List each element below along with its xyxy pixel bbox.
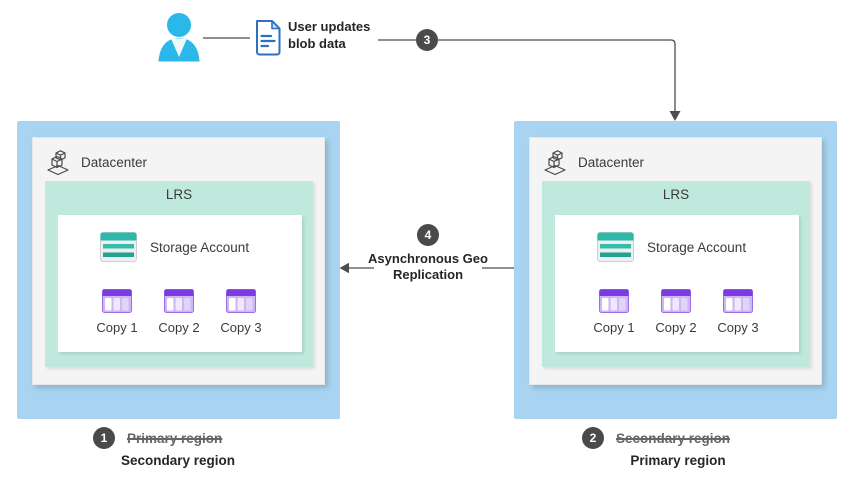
step-badge-2: 2	[582, 427, 604, 449]
datacenter-label: Datacenter	[578, 154, 645, 170]
table-copy-icon	[661, 289, 691, 313]
user-person-icon	[156, 12, 202, 62]
storage-account-label: Storage Account	[647, 239, 747, 255]
datacenter-box: Datacenter LRS Storage	[529, 137, 822, 385]
lrs-label: LRS	[165, 187, 193, 202]
table-copy-icon	[102, 289, 132, 313]
lrs-label: LRS	[662, 187, 690, 202]
table-copy-icon	[599, 289, 629, 313]
lrs-box: LRS Storage Account	[45, 181, 313, 367]
region-primary: Datacenter LRS Storage	[514, 121, 837, 419]
copy-label: Copy 2	[655, 320, 697, 335]
storage-panel: Storage Account	[58, 215, 302, 352]
region-caption-secondary: 1 Primary region	[93, 427, 222, 449]
table-copy-icon	[164, 289, 194, 313]
datacenter-label: Datacenter	[81, 154, 148, 170]
region-caption-primary: 2 Secondary region	[582, 427, 730, 449]
replication-label: Asynchronous Geo Replication	[368, 251, 488, 282]
blob-document-icon	[253, 19, 283, 56]
lrs-box: LRS Storage Account	[542, 181, 810, 367]
datacenter-header: Datacenter	[46, 146, 147, 178]
copies-row: Copy 1	[583, 289, 769, 335]
user-action-label: User updates blob data	[288, 19, 371, 51]
copy-label: Copy 1	[96, 320, 138, 335]
current-region-label: Primary region	[630, 453, 726, 468]
storage-account-label: Storage Account	[150, 239, 250, 255]
step-badge-3: 3	[416, 29, 438, 51]
step-badge-4: 4	[417, 224, 439, 246]
copy-label: Copy 1	[593, 320, 635, 335]
line-badge3-to-region	[438, 39, 676, 112]
storage-panel: Storage Account	[555, 215, 799, 352]
current-region-label: Secondary region	[120, 453, 236, 468]
copy-label: Copy 3	[717, 320, 759, 335]
datacenter-building-icon	[543, 149, 567, 176]
arrowhead-down-icon	[669, 111, 681, 121]
storage-account-row: Storage Account	[100, 232, 249, 262]
copy-item: Copy 2	[645, 289, 707, 335]
table-copy-icon	[723, 289, 753, 313]
copy-label: Copy 2	[158, 320, 200, 335]
datacenter-header: Datacenter	[543, 146, 644, 178]
former-region-label: Secondary region	[616, 430, 731, 446]
storage-account-row: Storage Account	[597, 232, 746, 262]
copy-label: Copy 3	[220, 320, 262, 335]
step-badge-1: 1	[93, 427, 115, 449]
copy-item: Copy 2	[148, 289, 210, 335]
copy-item: Copy 3	[210, 289, 272, 335]
former-region-label: Primary region	[127, 430, 223, 446]
datacenter-box: Datacenter LRS Storage	[32, 137, 325, 385]
copy-item: Copy 3	[707, 289, 769, 335]
region-secondary: Datacenter LRS Storage	[17, 121, 340, 419]
datacenter-building-icon	[46, 149, 70, 176]
copy-item: Copy 1	[86, 289, 148, 335]
copies-row: Copy 1	[86, 289, 272, 335]
table-copy-icon	[226, 289, 256, 313]
storage-account-icon	[597, 232, 634, 262]
storage-account-icon	[100, 232, 137, 262]
copy-item: Copy 1	[583, 289, 645, 335]
